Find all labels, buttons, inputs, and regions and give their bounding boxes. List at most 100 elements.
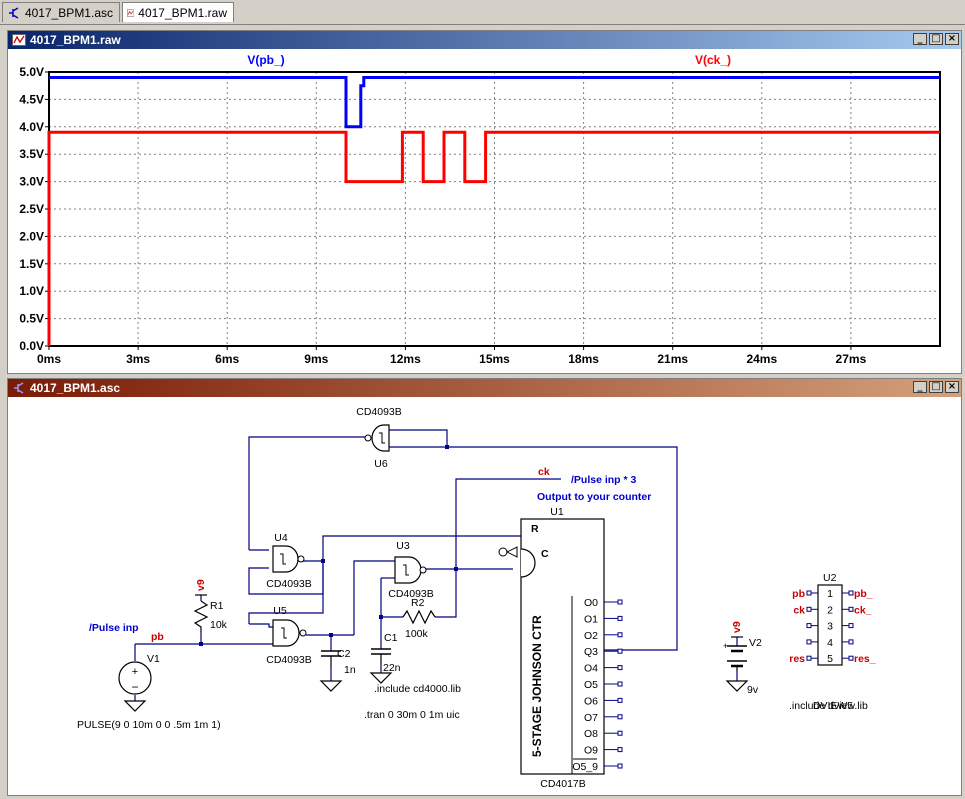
pulse-inp-comment: /Pulse inp: [89, 622, 139, 634]
svg-text:+: +: [723, 641, 728, 651]
battery-v2[interactable]: + V2 9v v9: [723, 621, 762, 696]
u1-output-label: O4: [584, 663, 598, 675]
x-tick-label: 27ms: [836, 352, 867, 366]
u1-output-label: O2: [584, 630, 598, 642]
c1-value: 22n: [383, 662, 401, 674]
u1-output-terminal[interactable]: [617, 648, 623, 654]
u2-terminal[interactable]: [848, 639, 854, 645]
u2-right-label: pb_: [854, 588, 873, 600]
maximize-button[interactable]: □: [929, 381, 943, 393]
u1-output-terminal[interactable]: [617, 730, 623, 736]
u1-output-terminal[interactable]: [617, 681, 623, 687]
u2-terminal[interactable]: [848, 590, 854, 596]
u6-part: CD4093B: [356, 406, 402, 418]
u2-terminal[interactable]: [848, 655, 854, 661]
schematic-icon: [14, 382, 24, 394]
schematic-titlebar[interactable]: 4017_BPM1.asc _ □ ×: [8, 379, 961, 397]
x-tick-label: 3ms: [126, 352, 150, 366]
waveform-window-title: 4017_BPM1.raw: [30, 33, 121, 47]
u5-part: CD4093B: [266, 654, 312, 666]
minimize-button[interactable]: _: [913, 381, 927, 393]
c1-ref: C1: [384, 632, 398, 644]
u2-terminal[interactable]: [806, 623, 812, 629]
r1-value: 10k: [210, 619, 228, 631]
u1-output-terminal[interactable]: [617, 665, 623, 671]
v9-label: v9: [731, 621, 743, 633]
u2-pin-number: 2: [827, 604, 833, 616]
u6-ref: U6: [374, 458, 388, 470]
trace-ck[interactable]: [47, 130, 940, 346]
close-button[interactable]: ×: [945, 381, 959, 393]
x-tick-label: 21ms: [657, 352, 688, 366]
close-button[interactable]: ×: [945, 33, 959, 45]
voltage-source-v1[interactable]: + − V1 PULSE(9 0 10m 0 0 .5m 1m 1): [77, 653, 221, 731]
u5-ref: U5: [273, 605, 287, 617]
svg-text:−: −: [131, 680, 138, 694]
nand-gate-u3[interactable]: U3 CD4093B: [388, 540, 434, 600]
u2-part: DVIEW5: [813, 700, 853, 712]
u1-output-label: O0: [584, 597, 598, 609]
net-v9-r1: v9: [195, 579, 207, 596]
u1-output-terminal[interactable]: [617, 714, 623, 720]
output-comment: Output to your counter: [537, 491, 651, 503]
c2-ref: C2: [337, 648, 351, 660]
legend-ck[interactable]: V(ck_): [695, 53, 731, 67]
u2-left-label: ck: [793, 604, 805, 616]
ground-symbol: [725, 680, 749, 692]
u3-ref: U3: [396, 540, 410, 552]
u2-terminal[interactable]: [806, 590, 812, 596]
u2-terminal[interactable]: [848, 606, 854, 612]
nand-gate-u4[interactable]: U4 CD4093B: [266, 532, 312, 590]
waveform-plot[interactable]: 0.0V0.5V1.0V1.5V2.0V2.5V3.0V3.5V4.0V4.5V…: [8, 49, 961, 373]
u1-output-terminal[interactable]: [617, 599, 623, 605]
y-tick-label: 4.0V: [19, 120, 44, 134]
u2-ref: U2: [823, 572, 837, 584]
u1-output-terminal[interactable]: [617, 632, 623, 638]
u2-terminal[interactable]: [806, 639, 812, 645]
u1-output-terminal[interactable]: [617, 615, 623, 621]
capacitor-c2[interactable]: C2 1n: [321, 648, 356, 676]
resistor-r1[interactable]: R1 10k: [193, 600, 228, 632]
tran-directive[interactable]: .tran 0 30m 0 1m uic: [364, 709, 460, 721]
y-tick-label: 4.5V: [19, 92, 44, 106]
schematic-window-title: 4017_BPM1.asc: [30, 381, 121, 395]
maximize-button[interactable]: □: [929, 33, 943, 45]
u1-output-label: O5: [584, 679, 598, 691]
u1-pin-r: R: [531, 523, 539, 535]
resistor-r2[interactable]: R2 100k: [402, 597, 436, 640]
minimize-button[interactable]: _: [913, 33, 927, 45]
nand-gate-u5[interactable]: U5 CD4093B: [266, 605, 312, 666]
capacitor-c1[interactable]: C1 22n: [371, 632, 401, 674]
pb-net-label: pb: [151, 631, 164, 643]
nand-gate-u6[interactable]: CD4093B U6: [356, 406, 402, 470]
u2-terminal[interactable]: [848, 623, 854, 629]
u2-right-label: ck_: [854, 604, 872, 616]
trace-pb[interactable]: [49, 76, 940, 129]
u1-output-terminal[interactable]: [617, 747, 623, 753]
ground-symbol: [319, 680, 343, 692]
schematic-icon: [8, 6, 19, 19]
waveform-titlebar[interactable]: 4017_BPM1.raw _ □ ×: [8, 31, 961, 49]
v2-value: 9v: [747, 684, 759, 696]
tab-waveform[interactable]: 4017_BPM1.raw: [122, 2, 234, 22]
include-directive[interactable]: .include cd4000.lib: [374, 683, 461, 695]
legend-pb[interactable]: V(pb_): [247, 53, 284, 67]
u2-terminal[interactable]: [806, 655, 812, 661]
tab-schematic[interactable]: 4017_BPM1.asc: [2, 2, 120, 22]
u1-output-terminal[interactable]: [617, 763, 623, 769]
u1-output-label: O7: [584, 712, 598, 724]
u1-output-terminal[interactable]: [617, 697, 623, 703]
schematic-canvas[interactable]: CD4093B U6 U4 CD4093B U5 CD4093B U3 CD40…: [8, 397, 961, 795]
x-tick-label: 0ms: [37, 352, 61, 366]
y-tick-label: 3.5V: [19, 147, 44, 161]
tab-label: 4017_BPM1.raw: [138, 5, 227, 20]
u2-terminal[interactable]: [806, 606, 812, 612]
u1-body-label: 5-STAGE JOHNSON CTR: [530, 615, 544, 757]
y-tick-label: 2.0V: [19, 229, 44, 243]
u1-ref: U1: [550, 506, 564, 518]
v9-label: v9: [195, 579, 207, 591]
counter-ic-u1[interactable]: U1 R 5-STAGE JOHNSON CTR CD4017B C O0O1O…: [498, 506, 623, 790]
dview-include-directive[interactable]: .include dview.lib: [789, 700, 868, 712]
